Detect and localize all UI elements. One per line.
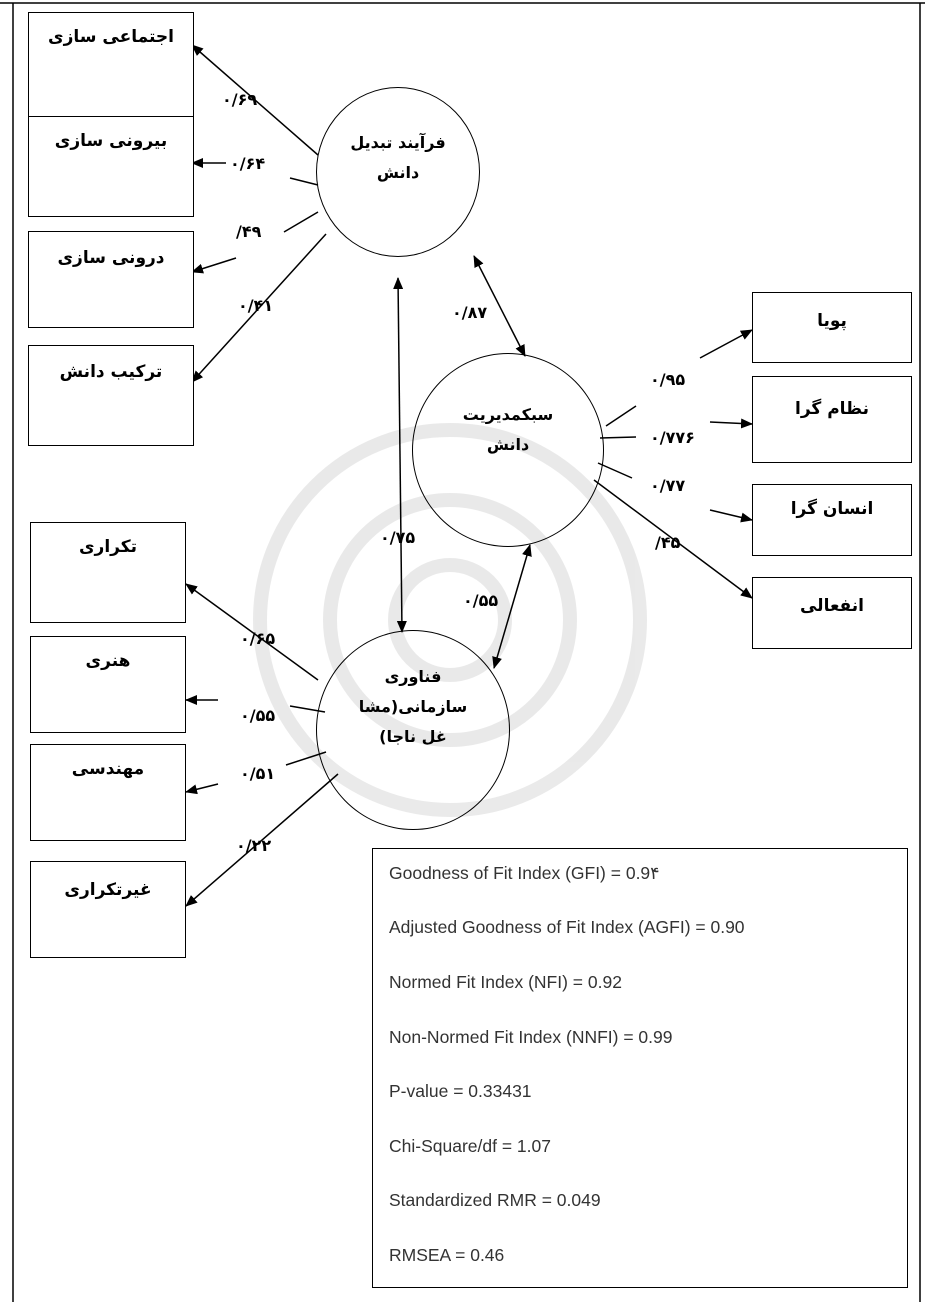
loading-coefficient: ۰/۵۱ [240, 764, 276, 783]
arrow-style-1 [699, 329, 753, 359]
arrow-style-4 [593, 479, 753, 599]
indicator-label: غیرتکراری [64, 880, 152, 900]
latent-circle-organizational-technology [316, 630, 510, 830]
loading-coefficient: /۴۵ [655, 533, 681, 552]
latent-circle-management-style [412, 353, 604, 547]
arrow-style-2 [709, 418, 753, 429]
arrow-conv-4 [191, 233, 327, 383]
path-coefficient-conversion-tech: ۰/۷۵ [380, 528, 416, 547]
latent-label-line: سازمانی(مشا [358, 697, 468, 716]
indicator-box-nonroutine: غیرتکراری [30, 861, 186, 958]
path-arrow-conversion-tech [393, 277, 407, 633]
latent-label-organizational-technology: فناوری سازمانی(مشا غل ناجا) [316, 662, 510, 752]
fit-index-p-value: P-value = 0.33431 [389, 1081, 532, 1101]
indicator-box-socialization: اجتماعی سازی [28, 12, 194, 117]
fit-index-gfi: Goodness of Fit Index (GFI) = 0.9۴ [389, 863, 660, 883]
arrow-tech-4 [185, 773, 339, 907]
latent-label-line: فرآیند تبدیل [350, 133, 446, 152]
indicator-label: انسان گرا [790, 499, 874, 519]
arrow-style-1b [605, 405, 637, 427]
loading-coefficient: ۰/۶۹ [222, 90, 258, 109]
fit-index-agfi: Adjusted Goodness of Fit Index (AGFI) = … [389, 917, 745, 937]
loading-coefficient: ۰/۶۴ [230, 154, 266, 173]
arrow-conv-3 [191, 257, 237, 274]
loading-coefficient: /۴۹ [236, 222, 262, 241]
path-coefficient-conversion-style: ۰/۸۷ [452, 303, 488, 322]
latent-label-knowledge-conversion: فرآیند تبدیل دانش [316, 128, 480, 188]
indicator-box-internalization: درونی سازی [28, 231, 194, 328]
indicator-box-craft: هنری [30, 636, 186, 733]
latent-label-line: غل ناجا) [379, 727, 447, 746]
indicator-label: درونی سازی [57, 248, 165, 268]
fit-indices-box: Goodness of Fit Index (GFI) = 0.9۴ Adjus… [372, 848, 908, 1288]
path-arrow-conversion-style [473, 255, 526, 357]
latent-label-line: دانش [486, 435, 530, 454]
indicator-box-externalization: بیرونی سازی [28, 116, 194, 217]
indicator-box-passive: انفعالی [752, 577, 912, 649]
path-arrow-style-tech [492, 544, 532, 669]
loading-coefficient: ۰/۲۲ [236, 836, 272, 855]
loading-coefficient: ۰/۴۱ [238, 296, 274, 315]
fit-index-nfi: Normed Fit Index (NFI) = 0.92 [389, 972, 622, 992]
arrow-style-3b [597, 462, 633, 479]
latent-label-line: دانش [376, 163, 420, 182]
indicator-label: اجتماعی سازی [48, 27, 174, 47]
indicator-label: تکراری [78, 537, 138, 557]
indicator-box-humanistic: انسان گرا [752, 484, 912, 556]
indicator-box-systematic: نظام گرا [752, 376, 912, 463]
indicator-label: مهندسی [71, 759, 145, 779]
arrow-tech-3 [185, 783, 219, 795]
latent-label-management-style: سبکمدیریت دانش [412, 400, 604, 460]
path-coefficient-style-tech: ۰/۵۵ [463, 591, 499, 610]
indicator-box-routine: تکراری [30, 522, 186, 623]
loading-coefficient: ۰/۵۵ [240, 706, 276, 725]
latent-label-line: سبکمدیریت [462, 405, 554, 424]
latent-label-line: فناوری [384, 667, 442, 686]
indicator-label: ترکیب دانش [59, 362, 163, 382]
indicator-box-engineering: مهندسی [30, 744, 186, 841]
latent-circle-knowledge-conversion [316, 87, 480, 257]
fit-index-rmsea: RMSEA = 0.46 [389, 1245, 505, 1265]
indicator-label: هنری [85, 651, 131, 671]
indicator-label: بیرونی سازی [54, 131, 168, 151]
indicator-box-dynamic: پویا [752, 292, 912, 363]
loading-coefficient: ۰/۷۷ [650, 476, 686, 495]
loading-coefficient: ۰/۶۵ [240, 629, 276, 648]
fit-index-chi-square-df: Chi-Square/df = 1.07 [389, 1136, 551, 1156]
indicator-box-combination: ترکیب دانش [28, 345, 194, 446]
indicator-label: پویا [817, 311, 847, 331]
loading-coefficient: ۰/۷۷۶ [650, 428, 695, 447]
arrow-style-2b [599, 436, 637, 439]
arrow-conv-3b [283, 211, 319, 233]
indicator-label: نظام گرا [795, 399, 869, 419]
fit-index-nnfi: Non-Normed Fit Index (NNFI) = 0.99 [389, 1027, 673, 1047]
arrow-conv-2b [289, 177, 319, 186]
arrow-style-3 [709, 509, 753, 523]
loading-coefficient: ۰/۹۵ [650, 370, 686, 389]
indicator-label: انفعالی [799, 596, 864, 616]
arrow-conv-1 [191, 44, 319, 156]
fit-index-srmr: Standardized RMR = 0.049 [389, 1190, 601, 1210]
arrow-tech-1 [185, 583, 319, 681]
